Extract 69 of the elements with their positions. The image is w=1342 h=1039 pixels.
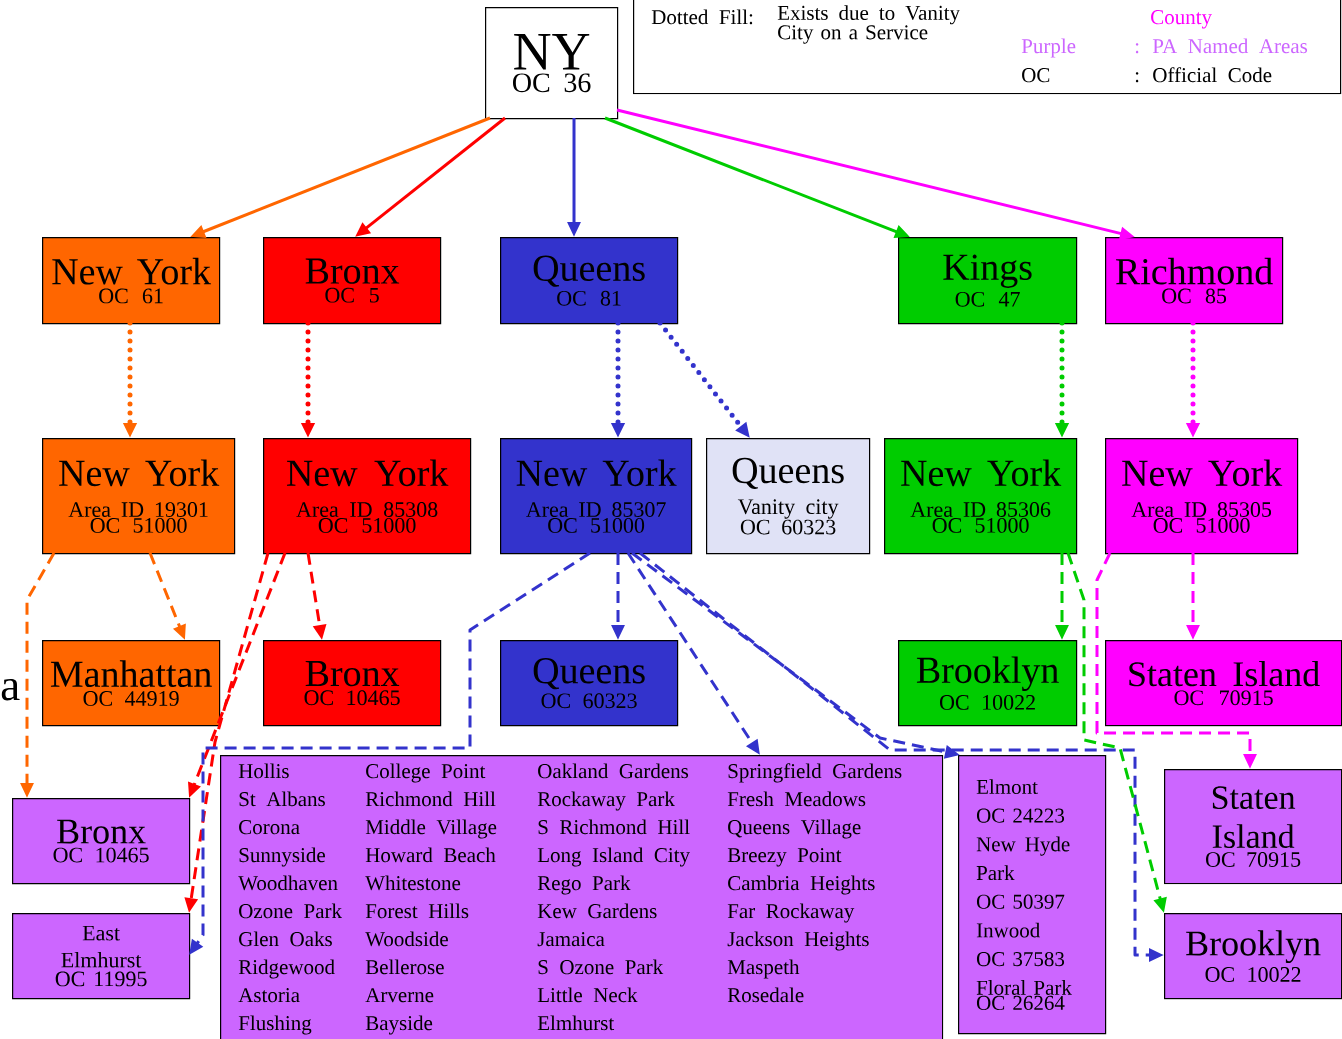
place-name: Elmhurst [537, 1015, 615, 1031]
legend-text: Exists due to Vanity City on a Service [777, 5, 960, 44]
place-name: Whitestone [365, 875, 461, 891]
legend-text: Purple [1021, 38, 1076, 58]
place-box: New York Area ID 85306 OC 51000 [884, 438, 1078, 555]
legend-text: County [1151, 10, 1212, 29]
place-name: Astoria [238, 988, 300, 1003]
place-name: Ridgewood [238, 959, 335, 979]
place-box: Queens OC 60323 [500, 640, 679, 727]
place-box: Kings OC 47 [898, 237, 1078, 325]
place-name: Hollis [238, 763, 289, 779]
place-name: Long Island City [537, 847, 690, 867]
place-box: East Elmhurst OC 11995 [12, 913, 191, 1000]
place-name: Corona [239, 820, 300, 835]
place-name: Woodside [365, 931, 448, 947]
place-box: New York Area ID 85308 OC 51000 [263, 438, 472, 555]
place-name: Middle Village [365, 819, 497, 839]
place-box: Manhattan OC 44919 [42, 640, 221, 727]
place-name: Queens Village [728, 819, 861, 839]
place-box: New York Area ID 19301 OC 51000 [42, 438, 236, 555]
place-name: Cambria Heights [728, 875, 875, 895]
place-name: Woodhaven [238, 875, 338, 891]
place-box: New York OC 61 [42, 237, 221, 325]
place-box: Brooklyn OC 10022 [1164, 913, 1342, 1000]
place-box: Staten Island OC 70915 [1164, 769, 1342, 885]
place-box: Staten Island OC 70915 [1105, 640, 1342, 727]
place-name: College Point [366, 763, 486, 783]
legend-text: Dotted Fill: [651, 9, 753, 25]
place-name: Forest Hills [365, 903, 469, 919]
place-box: New York Area ID 85307 OC 51000 [500, 438, 693, 555]
place-name: Ozone Park [239, 903, 342, 919]
place-name: Little Neck [537, 987, 638, 1003]
place-box: Queens OC 81 [500, 237, 679, 325]
place-box: Queens Vanity city OC 60323 [706, 438, 871, 555]
legend-text: : PA Named Areas [1135, 38, 1308, 54]
place-name: Kew Gardens [537, 903, 657, 919]
place-name: Richmond Hill [365, 791, 496, 807]
place-name: Bayside [365, 1015, 433, 1035]
place-name: Jackson Heights [727, 931, 869, 951]
place-name: Rockaway Park [537, 791, 675, 811]
place-name: Far Rockaway [727, 903, 855, 923]
place-box: NY OC 36 [485, 7, 619, 120]
place-name: Arverne [365, 988, 434, 1003]
place-name: Breezy Point [727, 848, 842, 867]
place-box: Brooklyn OC 10022 [898, 640, 1078, 727]
place-name: Jamaica [537, 932, 605, 947]
place-box: Bronx OC 10465 [263, 640, 442, 727]
place-box: Bronx OC 10465 [12, 798, 191, 885]
place-name: Sunnyside [239, 847, 325, 867]
place-name: Glen Oaks [239, 931, 332, 947]
place-name: Maspeth [727, 959, 800, 979]
place-box: New York Area ID 85305 OC 51000 [1105, 438, 1299, 555]
place-box: Elmont OC 24223 New Hyde Park OC 50397 Inwood OC 37583 Floral Park OC 26264 [958, 755, 1107, 1035]
place-name: Fresh Meadows [727, 791, 866, 807]
place-name: Flushing [238, 1015, 312, 1035]
place-name: S Richmond Hill [538, 819, 690, 835]
legend-text: : Official Code [1135, 67, 1272, 83]
place-box: Richmond OC 85 [1105, 237, 1284, 325]
place-box: Bronx OC 5 [263, 237, 442, 325]
place-name: Springfield Gardens [728, 763, 902, 783]
place-name: St Albans [239, 791, 325, 807]
label-text: a [1, 678, 20, 701]
place-name: Bellerose [365, 959, 444, 975]
place-name: Howard Beach [365, 847, 496, 863]
place-name: Rego Park [537, 875, 631, 895]
place-name: Rosedale [727, 987, 804, 1003]
place-name: Oakland Gardens [538, 763, 689, 779]
place-name: S Ozone Park [538, 959, 664, 975]
legend-text: OC [1022, 68, 1050, 83]
